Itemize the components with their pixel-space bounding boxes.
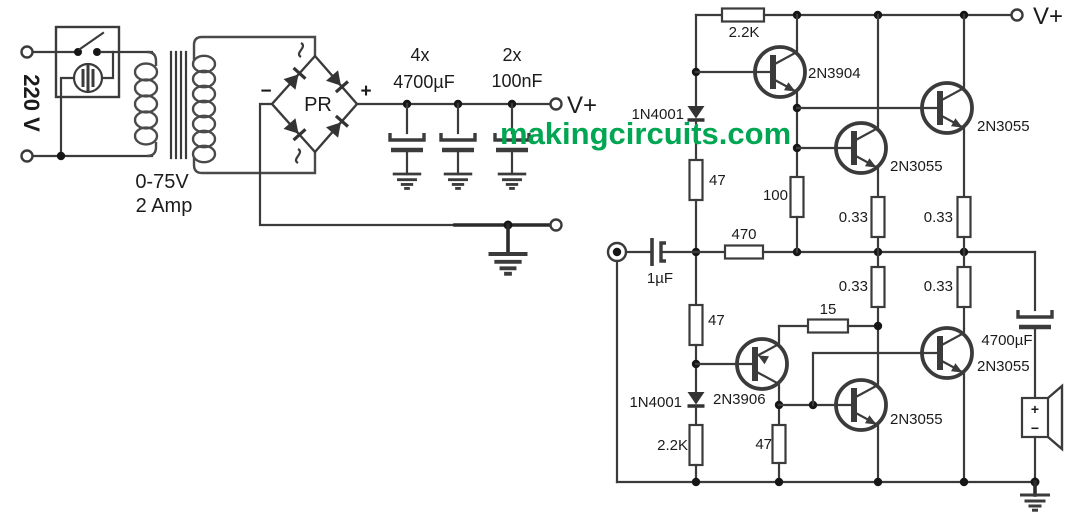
diode-d2-label: 1N4001: [629, 394, 682, 411]
resistor-r7: [688, 423, 704, 467]
resistor-re2: [956, 195, 972, 239]
bridge-label: PR: [304, 94, 332, 116]
ground-terminal: [549, 218, 563, 232]
amp-vplus-terminal: [1010, 8, 1024, 22]
transistor-q4-label: 2N3055: [890, 411, 943, 428]
fuse-icon: [72, 62, 104, 94]
driver-stage-bottom: 2N3906 47 15: [694, 301, 880, 484]
resistor-r3: [789, 175, 805, 219]
output-capacitor-icon: [1018, 310, 1052, 327]
ground-icon: [486, 252, 530, 276]
resistor-r1: [720, 7, 766, 23]
bridge-plus-label: +: [360, 81, 371, 102]
transistor-q3-label: 2N3055: [977, 118, 1030, 135]
switch-fuse-box: [31, 25, 154, 161]
resistor-r6: [806, 318, 850, 334]
transformer-voltage-label: 0-75V: [135, 171, 189, 193]
resistor-re4: [956, 265, 972, 309]
ground-icon: [391, 172, 423, 190]
ac-mark-icon: [294, 147, 302, 165]
filter-cap-bank: V+ 4x 4700µF 2x 100nF: [355, 45, 597, 190]
transistor-q5-label: 2N3906: [713, 391, 766, 408]
bridge-minus-label: −: [260, 81, 271, 102]
output-cap-label: 4700µF: [981, 332, 1032, 349]
speaker-icon: + −: [1020, 383, 1064, 452]
resistor-re4-label: 0.33: [924, 278, 953, 295]
transistor-q4-icon: [836, 380, 886, 430]
amp-top-rail: 2.2K V+: [694, 3, 1063, 41]
resistor-r3-label: 100: [763, 187, 788, 204]
resistor-r2-label: 47: [709, 172, 726, 189]
bridge-rectifier: PR − +: [260, 41, 372, 165]
resistor-re3-label: 0.33: [839, 278, 868, 295]
input-cap-label: 1µF: [647, 270, 673, 287]
speaker-minus-label: −: [1031, 420, 1039, 436]
diode-d2-icon: [685, 390, 707, 408]
resistor-r8: [771, 423, 787, 465]
output-pair-bottom: 2N3055 0.33 2N3055 0.33: [777, 250, 1030, 484]
speaker-plus-label: +: [1031, 401, 1039, 417]
resistor-r4-label: 470: [731, 226, 756, 243]
transistor-q1-label: 2N3904: [808, 65, 861, 82]
amplifier-section: 2.2K V+ 1N4001 47 47 1N4001 2.2K: [606, 3, 1064, 512]
filter-capacitor-icon: [390, 133, 424, 150]
decoupling-cap-qty-label: 2x: [502, 45, 521, 65]
resistor-re3: [870, 265, 886, 309]
vplus-terminal: [549, 97, 563, 111]
resistor-r8-label: 47: [755, 436, 772, 453]
driver-stage-top: 2N3904 100: [694, 13, 861, 254]
resistor-r5-label: 47: [708, 312, 725, 329]
mains-terminal-top: [20, 45, 34, 59]
mains-voltage-label: 220 V: [19, 74, 44, 132]
ground-icon: [496, 172, 528, 190]
resistor-re1: [870, 195, 886, 239]
transistor-q5-icon: [737, 339, 787, 389]
transistor-q2-icon: [836, 123, 886, 173]
resistor-r6-label: 15: [820, 301, 837, 318]
resistor-r5: [688, 303, 704, 347]
resistor-r1-label: 2.2K: [729, 24, 760, 41]
filter-cap-qty-label: 4x: [410, 45, 429, 65]
transistor-q6-label: 2N3055: [977, 358, 1030, 375]
switch-contact: [93, 48, 101, 56]
transistor-q6-icon: [922, 328, 972, 378]
transformer: 0-75V 2 Amp: [133, 35, 317, 217]
transistor-q1-icon: [755, 47, 805, 97]
ground-icon: [1018, 493, 1052, 512]
ground-rail: [258, 102, 563, 276]
amp-vplus-label: V+: [1033, 3, 1063, 30]
filter-capacitor-icon: [441, 133, 475, 150]
resistor-re2-label: 0.33: [924, 209, 953, 226]
watermark-text: makingcircuits.com: [500, 116, 791, 151]
mains-input: 220 V: [19, 45, 44, 163]
transistor-q2-label: 2N3055: [890, 158, 943, 175]
resistor-r4: [723, 244, 765, 260]
bias-branch: 1N4001 47 47 1N4001 2.2K: [629, 13, 726, 484]
mains-terminal-bottom: [20, 149, 34, 163]
diode-d1-label: 1N4001: [631, 106, 684, 123]
mid-rail: 470: [694, 226, 1037, 260]
ground-icon: [442, 172, 474, 190]
resistor-re1-label: 0.33: [839, 209, 868, 226]
filter-cap-value-label: 4700µF: [393, 72, 454, 92]
amp-ground-rail: [615, 477, 1052, 512]
vplus-label: V+: [567, 92, 597, 119]
transistor-q3-icon: [922, 83, 972, 133]
decoupling-cap-value-label: 100nF: [491, 71, 542, 91]
switch-lever: [78, 31, 105, 51]
transformer-current-label: 2 Amp: [136, 195, 193, 217]
power-supply-section: 220 V: [19, 25, 597, 276]
resistor-r2: [688, 158, 704, 202]
output-pair-top: 2N3055 0.33 2N3055 0.33: [795, 13, 1030, 269]
ac-mark-icon: [297, 41, 305, 59]
audio-input: 1µF: [606, 238, 698, 484]
output-stage: 4700µF + −: [981, 250, 1064, 484]
resistor-r7-label: 2.2K: [657, 437, 688, 454]
